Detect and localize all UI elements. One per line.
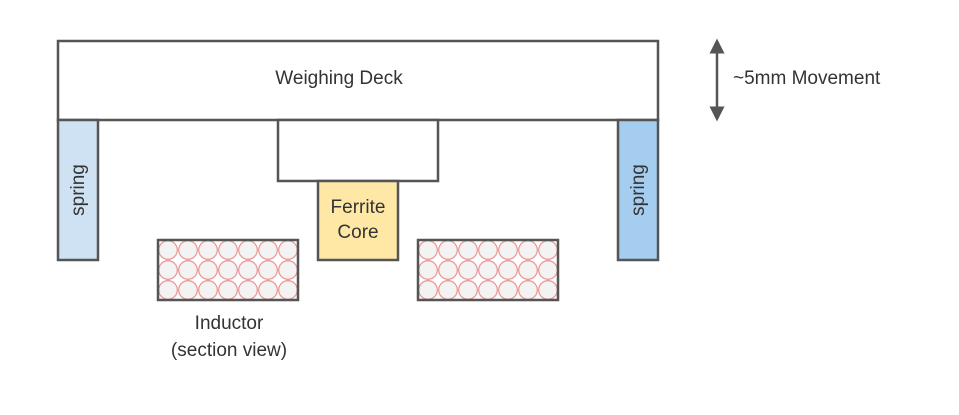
ferrite-core-label-line1: Ferrite <box>331 197 386 218</box>
coil-wire-section <box>478 280 498 300</box>
coil-wire-section <box>538 240 558 260</box>
coil-wire-section <box>158 260 178 280</box>
coil-wire-section <box>458 260 478 280</box>
coil-wire-section <box>538 260 558 280</box>
coil-wire-section <box>258 260 278 280</box>
movement-label: ~5mm Movement <box>733 68 881 89</box>
coil-wire-section <box>258 240 278 260</box>
coil-wire-section <box>478 260 498 280</box>
coil-wire-section <box>518 260 538 280</box>
coil-wire-section <box>538 280 558 300</box>
coil-wire-section <box>518 240 538 260</box>
coil-wire-section <box>198 240 218 260</box>
inductor-coil-left <box>156 238 300 302</box>
coil-wire-section <box>218 240 238 260</box>
inductor-label-line2: (section view) <box>171 340 287 361</box>
coil-wire-section <box>458 240 478 260</box>
coil-wire-section <box>478 240 498 260</box>
coil-wire-section <box>278 260 298 280</box>
spring-left-label: spring <box>68 164 89 216</box>
coil-wire-section <box>178 240 198 260</box>
coil-wire-section <box>238 240 258 260</box>
coil-wire-section <box>218 280 238 300</box>
spring-left <box>56 118 100 262</box>
coil-wire-section <box>178 280 198 300</box>
coil-right-frame <box>416 238 560 302</box>
coil-wire-section <box>198 280 218 300</box>
coil-wire-section <box>438 260 458 280</box>
coil-wire-section <box>438 280 458 300</box>
coil-wire-section <box>238 260 258 280</box>
coil-wire-section <box>418 240 438 260</box>
coil-wire-section <box>158 280 178 300</box>
coil-wire-section <box>418 280 438 300</box>
coil-wire-section <box>278 240 298 260</box>
coil-wire-section <box>498 280 518 300</box>
weighing-deck-label: Weighing Deck <box>275 68 403 89</box>
coil-left-frame <box>156 238 300 302</box>
coil-wire-section <box>198 260 218 280</box>
weighing-deck <box>56 39 660 122</box>
spring-right <box>616 118 660 262</box>
coil-wire-section <box>278 280 298 300</box>
ferrite-core <box>316 179 400 262</box>
ferrite-core-label-line2: Core <box>337 222 378 243</box>
coil-wire-section <box>518 280 538 300</box>
coil-wire-section <box>458 280 478 300</box>
coil-wire-section <box>498 240 518 260</box>
coil-wire-section <box>438 240 458 260</box>
coil-wire-section <box>218 260 238 280</box>
coil-wire-section <box>238 280 258 300</box>
deck-stem <box>276 118 440 183</box>
inductor-coil-right <box>416 238 560 302</box>
coil-wire-section <box>158 240 178 260</box>
inductor-label-line1: Inductor <box>195 313 264 334</box>
coil-wire-section <box>498 260 518 280</box>
coil-wire-section <box>418 260 438 280</box>
coil-wire-section <box>178 260 198 280</box>
spring-right-label: spring <box>628 164 649 216</box>
coil-wire-section <box>258 280 278 300</box>
